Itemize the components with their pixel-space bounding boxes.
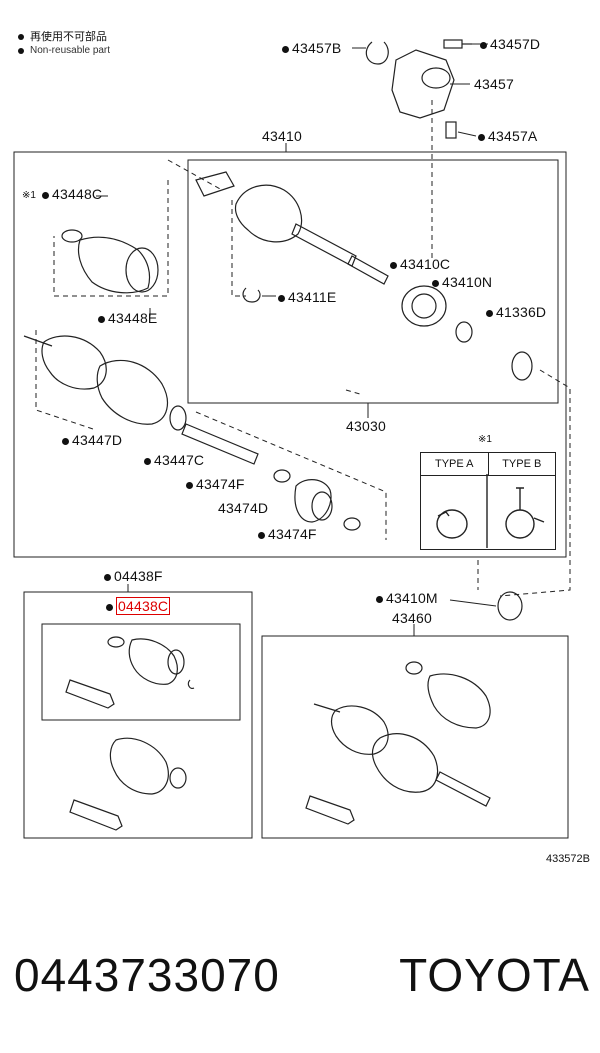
type-b-header: TYPE B — [502, 458, 542, 470]
bullet-icon — [18, 48, 24, 54]
legend-text-en: Non-reusable part — [30, 45, 111, 56]
part-label-43460: 43460 — [392, 610, 432, 626]
brand-name: TOYOTA — [399, 949, 590, 1001]
part-label-43474D: 43474D — [218, 500, 269, 516]
assembly-box-43460 — [261, 635, 569, 839]
part-label-43030: 43030 — [346, 418, 386, 434]
part-label-43410N: 43410N — [432, 274, 492, 290]
part-label-43448C: 43448C — [42, 186, 102, 202]
kit-inner-box — [41, 623, 241, 721]
legend-row-en: Non-reusable part — [18, 44, 110, 58]
part-label-41336D: 41336D — [486, 304, 546, 320]
part-label-43474F-upper: 43474F — [186, 476, 245, 492]
part-label-04438C: 04438C — [106, 597, 171, 615]
kit-box-04438F — [23, 591, 253, 839]
part-label-43474F-lower: 43474F — [258, 526, 317, 542]
exploded-parts-diagram — [13, 39, 571, 839]
part-label-43410: 43410 — [262, 128, 302, 144]
part-label-43411E: 43411E — [278, 289, 336, 305]
note-mark: ※1 — [22, 190, 36, 201]
assembly-box-43410 — [13, 151, 567, 558]
legend-text-jp: 再使用不可部品 — [30, 31, 107, 43]
part-label-43447C: 43447C — [144, 452, 204, 468]
clamp-type-table: TYPE A TYPE B — [420, 452, 556, 550]
part-label-43457B: 43457B — [282, 40, 341, 56]
type-note-mark: ※1 — [478, 434, 492, 445]
part-label-43457: 43457 — [474, 76, 514, 92]
highlighted-part-number: 04438C — [116, 597, 171, 615]
part-label-43410M: 43410M — [376, 590, 438, 606]
type-a-header: TYPE A — [421, 453, 489, 475]
footer: 0443733070 TOYOTA — [14, 948, 590, 1002]
part-number: 0443733070 — [14, 949, 280, 1001]
part-label-04438F: 04438F — [104, 568, 163, 584]
bullet-icon — [18, 34, 24, 40]
part-label-43410C: 43410C — [390, 256, 450, 272]
part-label-43457A: 43457A — [478, 128, 537, 144]
diagram-code: 433572B — [545, 853, 590, 865]
part-label-43447D: 43447D — [62, 432, 122, 448]
legend: 再使用不可部品 Non-reusable part — [18, 30, 110, 58]
subassembly-box-43030 — [187, 159, 559, 404]
legend-row-jp: 再使用不可部品 — [18, 30, 110, 44]
part-label-43448E: 43448E — [98, 310, 157, 326]
part-label-43457D: 43457D — [480, 36, 540, 52]
